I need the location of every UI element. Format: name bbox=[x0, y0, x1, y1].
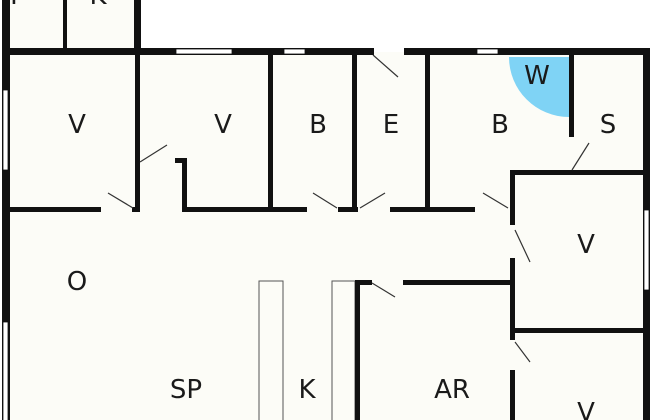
room-label-wc: W bbox=[524, 61, 550, 91]
wc-zone bbox=[509, 57, 569, 117]
room-label-utility: AR bbox=[434, 375, 470, 405]
room-label-top-second: K bbox=[89, 0, 106, 11]
room-label-entrance: E bbox=[382, 110, 400, 140]
room-label-top-left: T bbox=[6, 0, 22, 11]
door-swings bbox=[107, 54, 590, 363]
room-label-bedroom-3: V bbox=[577, 230, 595, 260]
room-label-living: O bbox=[66, 267, 88, 297]
room-label-kitchen: K bbox=[298, 375, 316, 405]
room-label-bath-2: B bbox=[491, 110, 509, 140]
floor-area bbox=[9, 0, 645, 420]
room-label-bedroom-1: V bbox=[68, 110, 86, 140]
room-label-bath-1: B bbox=[309, 110, 327, 140]
room-label-storage: S bbox=[599, 110, 617, 140]
room-label-bedroom-2: V bbox=[214, 110, 232, 140]
room-label-dining: SP bbox=[169, 375, 203, 405]
windows bbox=[2, 48, 650, 420]
room-label-bedroom-4: V bbox=[577, 398, 595, 420]
